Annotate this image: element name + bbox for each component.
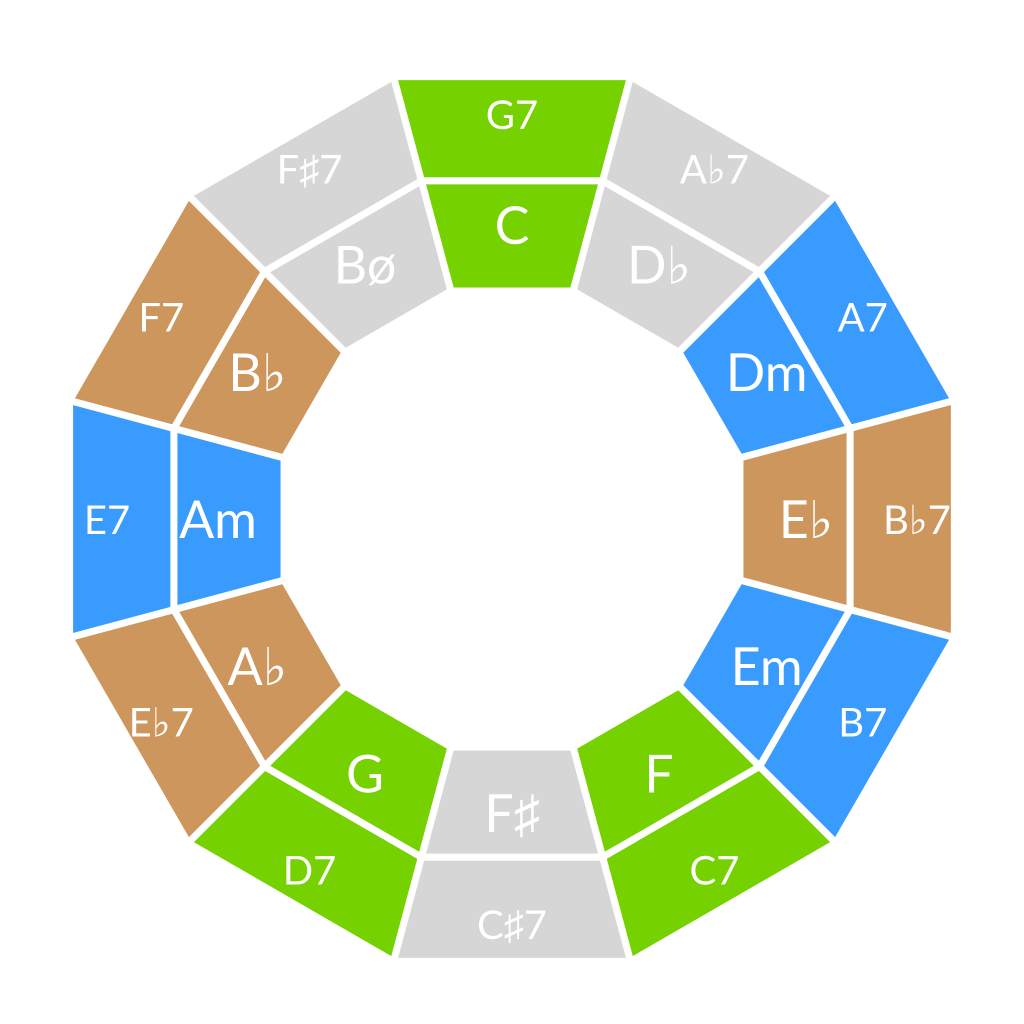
outer-label-f7: F7 [138, 293, 184, 341]
inner-label-ab: A♭ [228, 635, 288, 697]
inner-label-dm: Dm [726, 341, 808, 403]
outer-label-ab7: A♭7 [680, 144, 749, 192]
outer-label-b7: B7 [838, 698, 887, 746]
inner-label-c: C [495, 194, 530, 256]
inner-label-am: Am [179, 488, 257, 550]
inner-label-bb: B♭ [228, 341, 286, 403]
inner-label-f-sharp: F♯ [484, 782, 539, 844]
outer-label-a7: A7 [838, 293, 888, 341]
outer-label-c-sharp7: C♯7 [477, 900, 547, 948]
outer-label-c7: C7 [690, 846, 740, 894]
inner-label-b-half-dim: Bø [334, 233, 397, 295]
outer-label-eb7: E♭7 [129, 698, 194, 746]
inner-ring-diatonic-chords: C D♭ DmE♭ EmF F♯ G A♭ Am B♭ Bø [168, 175, 856, 863]
outer-label-e7: E7 [84, 495, 130, 543]
inner-label-db: D♭ [627, 233, 691, 295]
inner-label-em: Em [731, 635, 803, 697]
inner-label-eb: E♭ [779, 488, 834, 550]
inner-label-f: F [644, 743, 673, 805]
outer-label-bb7: B♭7 [883, 495, 951, 543]
outer-label-f-sharp7: F♯7 [277, 144, 343, 192]
inner-label-g: G [346, 743, 384, 805]
inner-segment-b-half-dim [258, 175, 455, 357]
outer-label-d7: D7 [283, 846, 337, 894]
outer-label-g7: G7 [486, 90, 538, 138]
